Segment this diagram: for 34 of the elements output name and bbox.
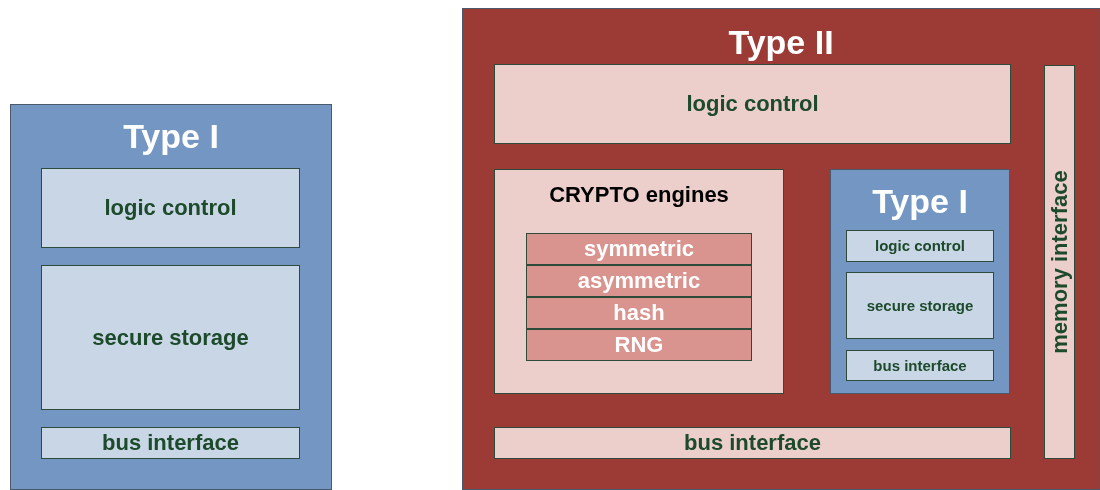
engine-panel: [494, 169, 784, 394]
label: memory interface: [1047, 170, 1072, 354]
label: logic control: [685, 91, 820, 117]
heading: Type I: [122, 117, 220, 157]
block: [41, 168, 300, 248]
block: [1044, 65, 1075, 459]
engine-block: [526, 329, 752, 361]
block: [846, 272, 994, 339]
heading: Type II: [727, 23, 835, 63]
block: [846, 230, 994, 262]
module-panel: [10, 104, 332, 490]
block: [494, 64, 1011, 144]
label: bus interface: [683, 430, 822, 456]
heading: Type I: [871, 182, 969, 222]
label: logic control: [874, 237, 966, 255]
block: [41, 427, 300, 459]
label: secure storage: [91, 325, 250, 350]
block: [846, 350, 994, 381]
block: [41, 265, 300, 410]
label: logic control: [103, 195, 238, 221]
engine-block: [526, 265, 752, 297]
label: hash: [612, 300, 666, 326]
engine-block: [526, 233, 752, 265]
label: symmetric: [582, 236, 696, 262]
label: secure storage: [865, 297, 975, 314]
heading: CRYPTO engines: [548, 182, 730, 208]
label: RNG: [613, 332, 665, 358]
block: [494, 427, 1011, 459]
module-panel: [462, 8, 1100, 490]
module-panel: [830, 169, 1010, 394]
engine-block: [526, 297, 752, 329]
label: bus interface: [101, 430, 240, 456]
label: asymmetric: [576, 268, 702, 294]
label: bus interface: [872, 357, 968, 374]
